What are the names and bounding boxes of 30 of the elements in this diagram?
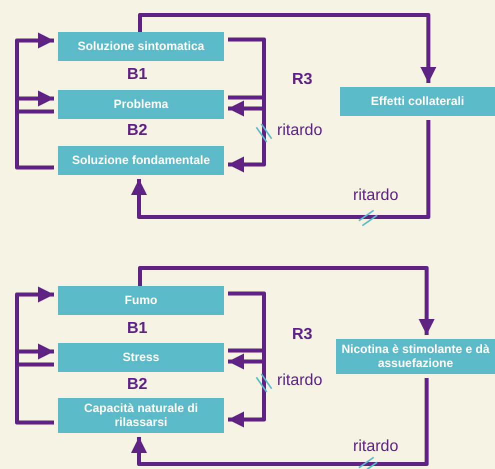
loop-label: B2 (127, 376, 148, 394)
process-box: Soluzione sintomatica (58, 32, 224, 61)
edge-label: ritardo (277, 372, 322, 390)
process-box: Effetti collaterali (340, 87, 495, 116)
process-box: Problema (58, 90, 224, 119)
arrow (138, 266, 435, 335)
arrow (138, 13, 436, 83)
arrow (228, 292, 266, 370)
edge-label: ritardo (277, 122, 322, 140)
arrow (15, 32, 54, 114)
arrow (131, 378, 429, 466)
process-box: Soluzione fondamentale (58, 146, 224, 175)
loop-label: B1 (127, 320, 148, 338)
process-box: Nicotina è stimolante e dà assuefazione (336, 339, 495, 374)
arrow (15, 90, 54, 170)
arrow (228, 96, 266, 172)
arrow (228, 38, 266, 116)
process-box: Stress (58, 343, 224, 372)
process-box: Fumo (58, 286, 224, 315)
arrow (15, 344, 54, 424)
process-box: Capacità naturale di rilassarsi (58, 398, 224, 433)
edge-label: ritardo (353, 438, 398, 456)
loop-label: B2 (127, 122, 148, 140)
edge-label: ritardo (353, 187, 398, 205)
loop-label: B1 (127, 66, 148, 84)
loop-label: R3 (292, 326, 312, 344)
loop-label: R3 (292, 71, 312, 89)
arrow (228, 348, 266, 428)
arrow (131, 120, 430, 219)
arrow (15, 286, 54, 366)
